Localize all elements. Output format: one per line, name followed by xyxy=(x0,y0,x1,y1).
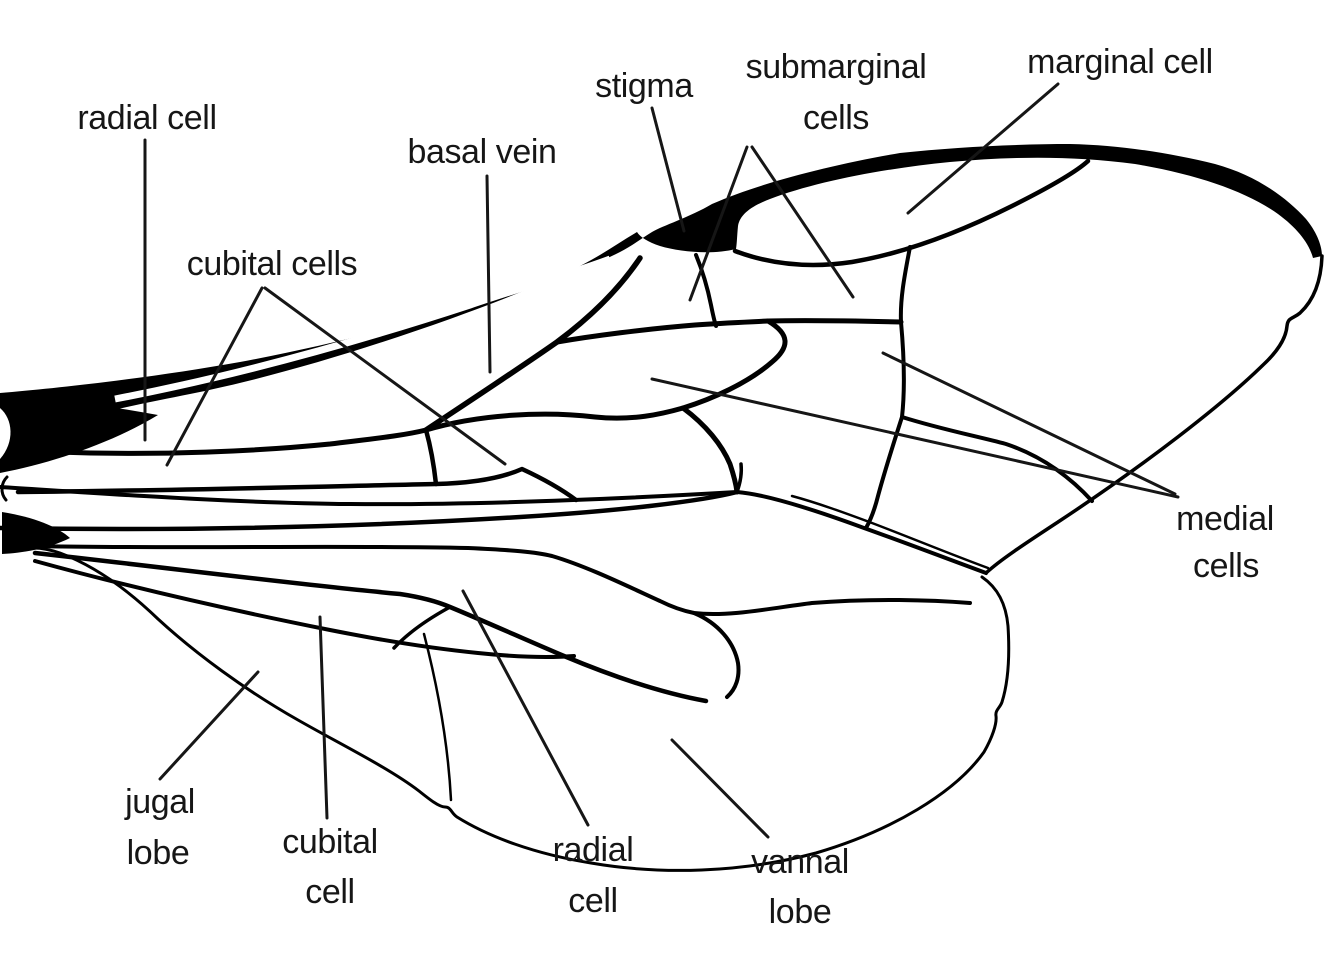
label-vannal-lobe-2: lobe xyxy=(769,893,832,931)
label-basal-vein: basal vein xyxy=(407,133,556,171)
hindwing-crossvein xyxy=(392,605,452,650)
leader-radial-cell-bottom xyxy=(461,589,590,827)
leader-submarginal-left xyxy=(688,145,749,302)
leader-cubital-cells-left xyxy=(165,286,264,467)
vein-media xyxy=(554,318,771,345)
vein-discal xyxy=(680,405,740,495)
vein-radial-trunk xyxy=(53,427,429,456)
hindwing-vein-cubitus xyxy=(33,559,576,659)
leader-cubital-cell-bottom xyxy=(318,615,329,820)
leader-vannal-lobe xyxy=(670,738,770,839)
label-vannal-lobe-1: vannal xyxy=(751,843,849,881)
hindwing-base-wedge xyxy=(2,512,70,554)
leader-cubital-cells-right xyxy=(263,286,507,466)
vein-recurrent xyxy=(680,318,788,411)
forewing-base-wedge xyxy=(0,401,158,473)
vein-marginal-cell-lower xyxy=(732,158,1091,268)
leader-stigma xyxy=(650,106,686,233)
wing-socket-notch xyxy=(0,408,11,459)
vein-media-posterior xyxy=(423,405,686,433)
forewing-trailing-edge xyxy=(0,485,988,575)
vein-anal xyxy=(0,489,740,532)
leader-jugal-lobe xyxy=(158,670,260,781)
leader-marginal-cell xyxy=(906,82,1060,215)
leader-basal-vein xyxy=(485,174,492,374)
label-medial-cells-2: cells xyxy=(1193,547,1259,585)
trailing-edge-inner-line xyxy=(790,494,990,570)
label-radial-cell-top: radial cell xyxy=(77,99,216,137)
vein-cubitus xyxy=(15,466,579,503)
vein-submarginal-divider-2 xyxy=(898,245,912,419)
hindwing-anal-fold xyxy=(422,632,453,802)
vein-medial-distal-upper xyxy=(900,415,1094,503)
label-cubital-cell-bottom-1: cubital xyxy=(282,823,377,861)
hindwing-margin xyxy=(32,546,1011,872)
vein-trailing-tick xyxy=(735,462,744,494)
wing-base-hook xyxy=(0,475,9,502)
forewing-costa-and-stigma xyxy=(0,144,1322,449)
forewing-tip-margin xyxy=(984,254,1324,575)
label-cubital-cells: cubital cells xyxy=(187,245,358,283)
leader-medial-cells-2 xyxy=(881,351,1177,496)
label-submarginal-cells-1: submarginal xyxy=(746,48,927,86)
label-marginal-cell: marginal cell xyxy=(1027,43,1213,81)
costa-white-stripe xyxy=(114,255,612,403)
vein-media-distal xyxy=(765,318,904,325)
label-jugal-lobe-2: lobe xyxy=(127,834,190,872)
leader-submarginal-right xyxy=(750,145,855,299)
vein-submarginal-divider-1 xyxy=(694,253,718,328)
label-radial-cell-bottom-1: radial xyxy=(553,831,634,869)
leader-medial-cells-1 xyxy=(650,377,1180,499)
hindwing-vein-radius xyxy=(32,550,709,704)
vein-medial-distal-lower xyxy=(864,415,904,530)
label-submarginal-cells-2: cells xyxy=(803,99,869,137)
hindwing-arc-vein xyxy=(692,611,741,699)
label-cubital-cell-bottom-2: cell xyxy=(305,873,354,911)
vein-cubital-crossvein xyxy=(423,427,439,487)
label-jugal-lobe-1: jugal xyxy=(124,783,195,821)
hindwing-costa xyxy=(28,544,972,616)
label-radial-cell-bottom-2: cell xyxy=(568,882,617,920)
label-stigma: stigma xyxy=(595,67,693,105)
label-medial-cells-1: medial xyxy=(1176,500,1274,538)
